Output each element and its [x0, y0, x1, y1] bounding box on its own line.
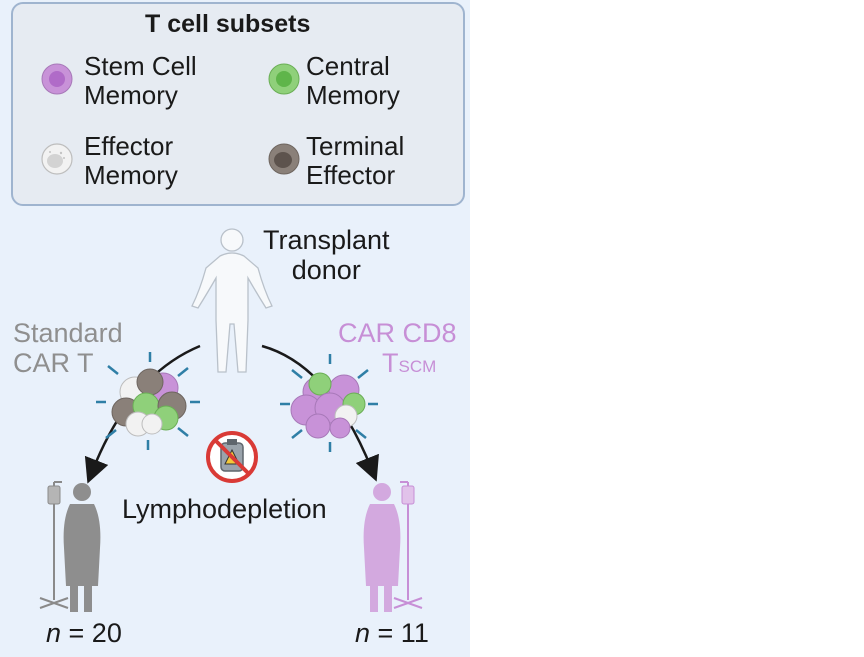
legend-title: T cell subsets [145, 10, 311, 38]
standard-patient-icon [39, 481, 101, 612]
lymphodepletion-label: Lymphodepletion [122, 494, 327, 524]
no-lymphodepletion-icon [206, 431, 258, 483]
legend-box: T cell subsets Stem Cell Memory Central … [11, 2, 465, 206]
standard-car-t-cluster-icon [96, 352, 200, 450]
legend-label-terminal-effector: Terminal Effector [306, 131, 405, 191]
effector-memory-cell-icon [41, 143, 73, 175]
donor-label: Transplant donor [263, 225, 390, 286]
illustration-layer [39, 228, 423, 612]
legend-label-central-memory: Central Memory [306, 51, 400, 111]
scm-label-subscript: SCM [398, 357, 437, 377]
standard-car-t-label: Standard CAR T [13, 318, 123, 379]
diagram-panel: T cell subsets Stem Cell Memory Central … [0, 0, 470, 657]
standard-count-label: n = 20 [46, 618, 122, 648]
scm-count-label: n = 11 [355, 618, 429, 648]
legend-label-stem-cell-memory: Stem Cell Memory [84, 51, 197, 111]
stem-cell-memory-cell-icon [41, 63, 73, 95]
central-memory-cell-icon [268, 63, 300, 95]
scm-car-t-cluster-icon [280, 354, 378, 452]
terminal-effector-cell-icon [268, 143, 300, 175]
scm-patient-icon [363, 481, 423, 612]
scm-label-t: T [382, 348, 399, 379]
scm-car-t-label: CAR CD8 TSCM [338, 318, 457, 379]
legend-label-effector-memory: Effector Memory [84, 131, 178, 191]
donor-figure-icon [191, 228, 273, 373]
